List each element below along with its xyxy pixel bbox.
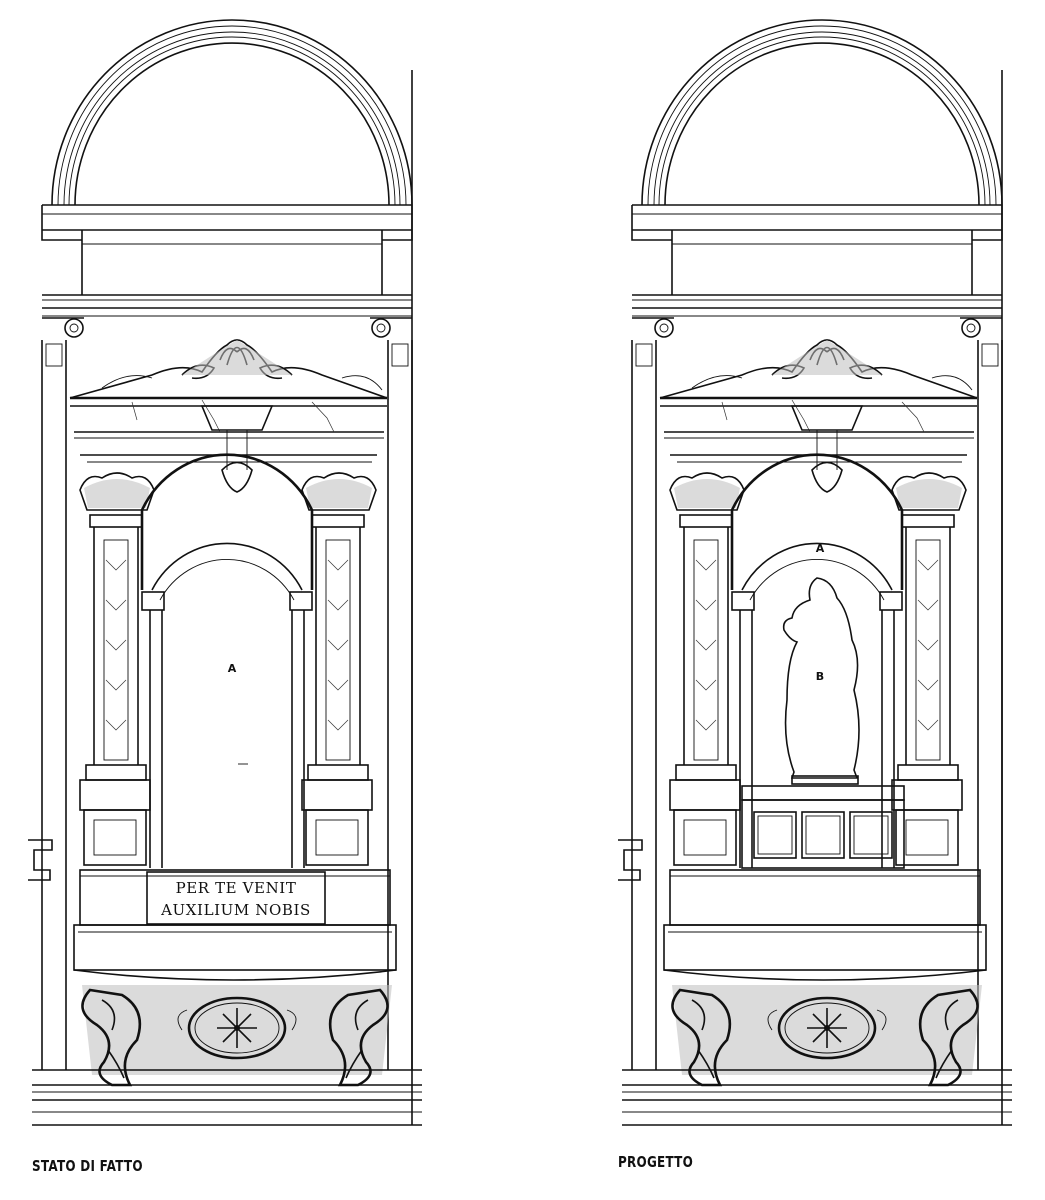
inscription-panel — [146, 871, 326, 925]
project-elevation: A B — [616, 18, 1014, 1127]
existing-state-elevation: PER TE VENIT AUXILIUM NOBIS A — [26, 18, 424, 1127]
inscription-line-1: PER TE VENIT — [176, 879, 297, 897]
niche-label-a: A — [228, 662, 237, 675]
caption-project: PROGETTO — [618, 1153, 694, 1171]
caption-existing-state: STATO DI FATTO — [32, 1157, 143, 1175]
statue-outline — [782, 577, 860, 779]
statue-label-b: B — [816, 670, 824, 683]
niche-label-a: A — [816, 542, 825, 555]
inscription-line-2: AUXILIUM NOBIS — [160, 901, 311, 919]
